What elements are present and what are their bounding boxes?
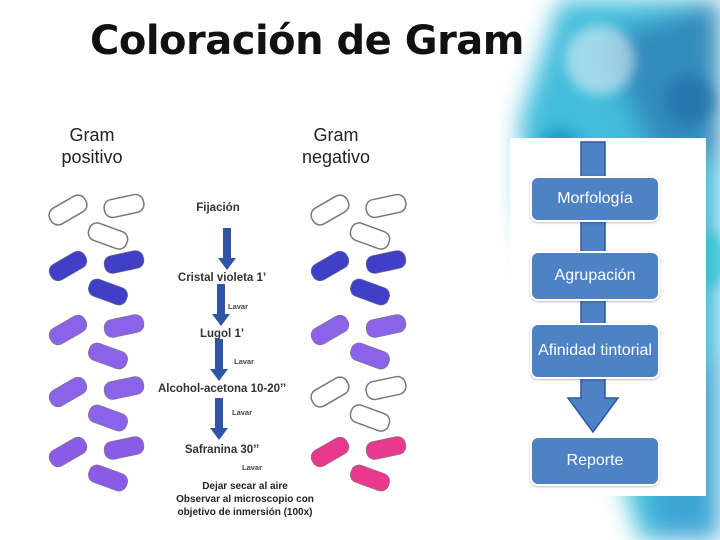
wash-label: Lavar [232,408,253,417]
gram-negative-bacterium [350,342,390,370]
gram-positive-bacterium [87,222,129,250]
wash-label: Lavar [228,302,249,311]
gram-positive-header: Gram positivo [32,124,152,168]
gram-negative-bacterium [365,436,407,460]
gram-positive-bacterium [88,278,128,306]
step-safranin: Safranina 30’’ [184,444,260,456]
gram-positive-bacterium [88,342,128,370]
step-arrows [210,228,236,440]
down-arrow-icon [212,284,230,326]
gram-positive-bacterium [103,376,145,400]
gram-positive-bacterium [48,314,88,346]
step-lugol: Lugol 1’ [199,328,245,340]
down-arrow-icon [210,398,228,440]
flow-node-staining-affinity: Afinidad tintorial [530,323,660,379]
gram-positive-bacterium [48,436,88,468]
gram-negative-bacterium [365,314,407,338]
flow-node-morphology: Morfología [530,176,660,222]
gram-negative-bacterium [350,464,390,492]
gram-positive-bacterium [88,464,128,492]
down-arrow-icon [218,228,236,270]
final-note: Dejar secar al aire Observar al microsco… [120,480,370,519]
bacteria-illustrations [48,193,407,492]
gram-positive-bacterium [48,250,88,282]
down-arrow-icon [210,339,228,381]
gram-negative-bacterium [310,436,350,468]
wash-label: Lavar [242,463,263,472]
gram-negative-bacterium [310,250,350,282]
gram-negative-bacterium [349,222,391,250]
gram-positive-bacterium [88,404,128,432]
gram-negative-line2: negativo [301,147,371,167]
gram-positive-bacterium [103,314,145,338]
flow-node-report: Reporte [530,436,660,486]
gram-positive-line1: Gram [69,125,115,145]
flow-node-grouping: Agrupación [530,251,660,301]
gram-negative-bacterium [349,404,391,432]
step-fixation: Fijación [196,202,240,214]
step-alcohol-acetone: Alcohol-acetona 10-20’’ [157,383,287,395]
page-title: Coloración de Gram [90,18,524,64]
gram-negative-bacterium [365,250,407,274]
gram-positive-bacterium [48,194,88,226]
gram-negative-header: Gram negativo [276,124,396,168]
gram-positive-bacterium [48,376,88,408]
gram-negative-bacterium [350,278,390,306]
gram-positive-line2: positivo [61,147,123,167]
gram-positive-bacterium [103,193,145,219]
gram-negative-bacterium [310,194,350,226]
gram-negative-bacterium [310,376,350,408]
gram-negative-bacterium [365,375,407,401]
final-note-line1: Dejar secar al aire [202,481,288,492]
wash-label: Lavar [234,357,255,366]
gram-negative-bacterium [310,314,350,346]
gram-positive-bacterium [103,436,145,460]
gram-negative-bacterium [365,193,407,219]
final-note-line2: Observar al microscopio con [176,494,314,505]
final-note-line3: objetivo de inmersión (100x) [177,507,313,518]
step-crystal-violet: Cristal violeta 1’ [177,272,267,284]
gram-positive-bacterium [103,250,145,274]
gram-negative-line1: Gram [313,125,359,145]
